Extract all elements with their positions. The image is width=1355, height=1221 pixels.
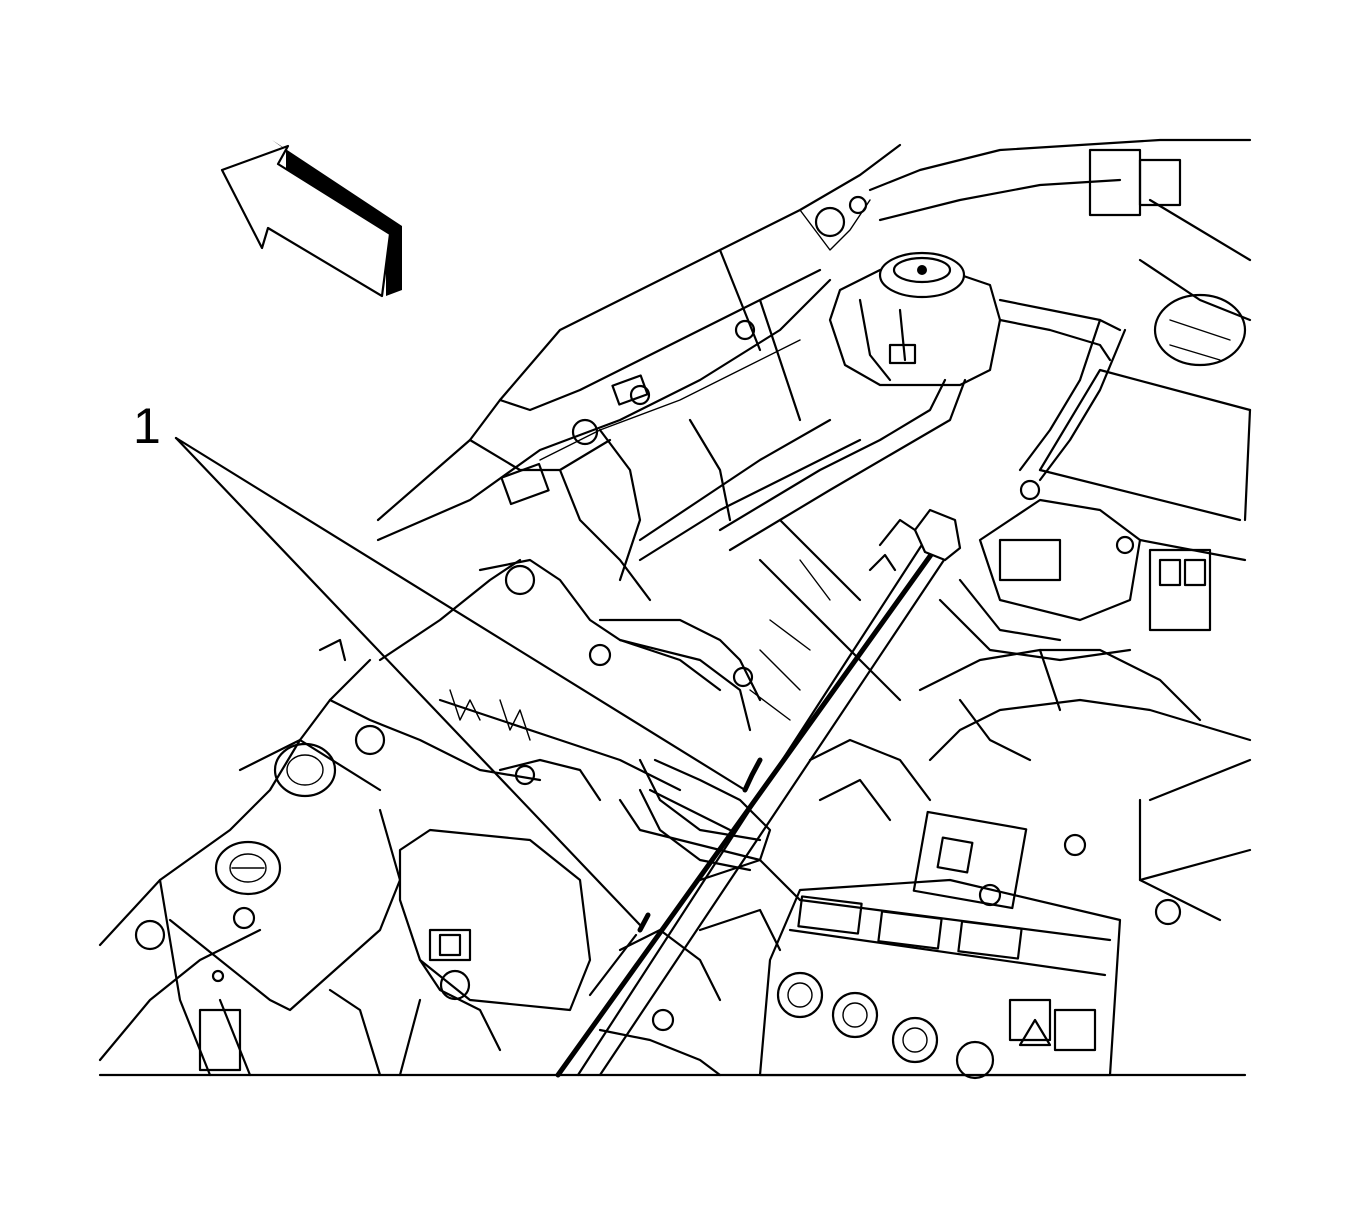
washer-reservoir xyxy=(328,828,592,1077)
coolant-hoses xyxy=(718,298,1127,552)
left-fender-structure xyxy=(98,638,542,1077)
battery-area xyxy=(938,368,1252,662)
upper-right-components xyxy=(868,138,1252,367)
callout-number: 1 xyxy=(133,398,161,454)
hood-prop-rod xyxy=(555,508,962,1078)
callout-1-leaders xyxy=(174,436,747,997)
coolant-reservoir xyxy=(828,251,1002,387)
arrow-left-up-icon xyxy=(220,140,402,298)
engine-cover xyxy=(918,648,1252,926)
fuse-block xyxy=(758,810,1122,1080)
radiator-support-upper xyxy=(376,143,902,602)
front-crossmember xyxy=(378,558,762,872)
